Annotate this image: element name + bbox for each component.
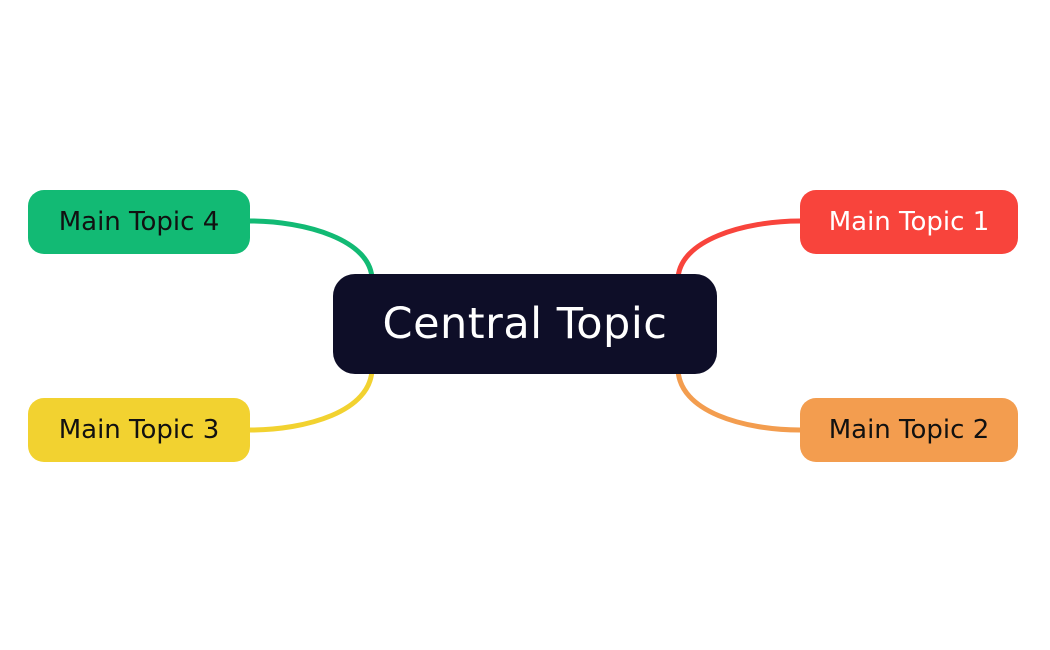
main-topic-2-label: Main Topic 2 [828,415,990,445]
main-topic-1-label: Main Topic 1 [828,207,990,237]
connector-main-topic-1 [675,218,803,283]
central-topic-label: Central Topic [382,299,668,349]
main-topic-4-label: Main Topic 4 [58,207,220,237]
main-topic-4-node[interactable]: Main Topic 4 [28,190,250,254]
connector-main-topic-3 [247,365,375,433]
central-topic-node[interactable]: Central Topic [333,274,717,374]
main-topic-3-node[interactable]: Main Topic 3 [28,398,250,462]
main-topic-1-node[interactable]: Main Topic 1 [800,190,1018,254]
main-topic-2-node[interactable]: Main Topic 2 [800,398,1018,462]
connector-main-topic-4 [247,218,375,283]
connector-main-topic-2 [675,365,803,433]
main-topic-3-label: Main Topic 3 [58,415,220,445]
